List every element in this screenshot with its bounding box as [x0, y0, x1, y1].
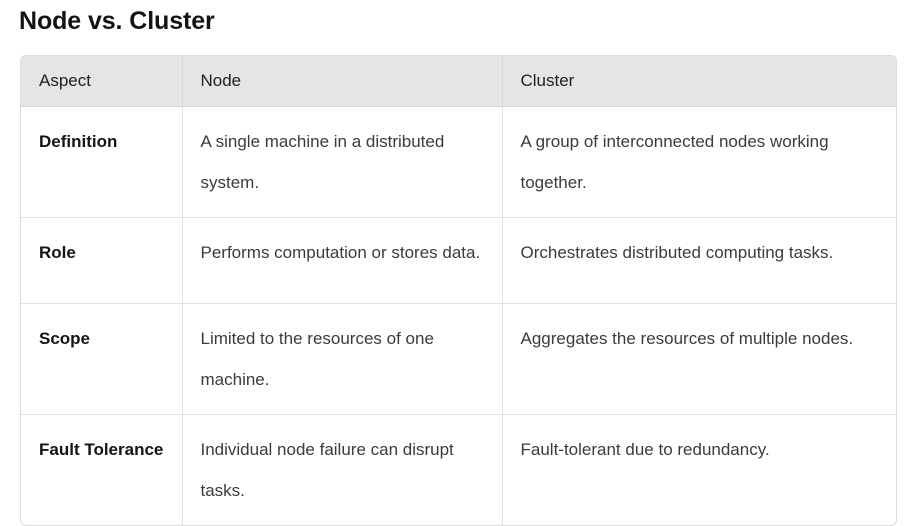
- table-row: Scope Limited to the resources of one ma…: [21, 303, 896, 415]
- cell-node: A single machine in a distributed system…: [182, 106, 503, 218]
- table-row: Definition A single machine in a distrib…: [21, 106, 896, 218]
- cell-node: Performs computation or stores data.: [182, 217, 503, 304]
- column-header-node: Node: [182, 56, 503, 107]
- column-header-cluster: Cluster: [502, 56, 896, 107]
- page-title: Node vs. Cluster: [19, 7, 215, 35]
- cell-aspect: Fault Tolerance: [21, 414, 183, 525]
- cell-aspect: Definition: [21, 106, 183, 218]
- cell-aspect: Scope: [21, 303, 183, 415]
- table-header-row: Aspect Node Cluster: [21, 56, 896, 107]
- cell-cluster: Aggregates the resources of multiple nod…: [502, 303, 896, 415]
- comparison-table-container: Aspect Node Cluster Definition A single …: [20, 55, 897, 526]
- page-root: Node vs. Cluster Aspect Node Cluster Def…: [19, 7, 897, 526]
- table-row: Fault Tolerance Individual node failure …: [21, 414, 896, 525]
- cell-node: Individual node failure can disrupt task…: [182, 414, 503, 525]
- comparison-table: Aspect Node Cluster Definition A single …: [21, 56, 896, 525]
- cell-cluster: Orchestrates distributed computing tasks…: [502, 217, 896, 304]
- table-row: Role Performs computation or stores data…: [21, 217, 896, 304]
- cell-node: Limited to the resources of one machine.: [182, 303, 503, 415]
- cell-cluster: Fault-tolerant due to redundancy.: [520, 440, 770, 459]
- table-header: Aspect Node Cluster: [21, 56, 896, 107]
- column-header-aspect: Aspect: [21, 56, 183, 107]
- cell-aspect: Role: [21, 217, 183, 304]
- table-body: Definition A single machine in a distrib…: [21, 106, 896, 525]
- cell-cluster: A group of interconnected nodes working …: [502, 106, 896, 218]
